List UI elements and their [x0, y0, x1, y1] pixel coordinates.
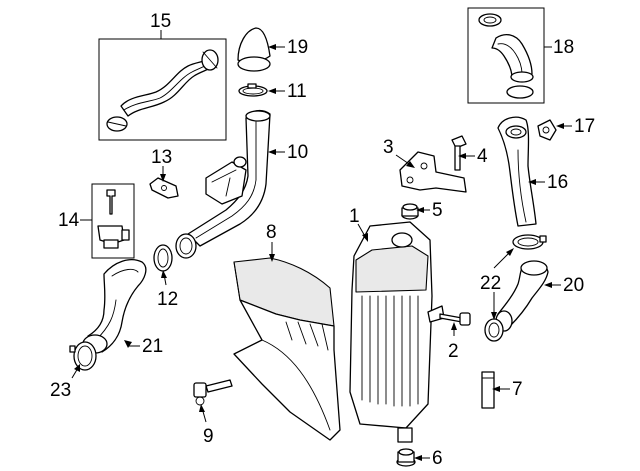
- callout-4: 4: [477, 146, 488, 167]
- part-6-grommet: [396, 448, 416, 467]
- callout-10: 10: [287, 142, 308, 163]
- callout-21: 21: [142, 336, 163, 357]
- callout-12: 12: [157, 289, 178, 310]
- group-box-14: [91, 183, 135, 259]
- callout-18: 18: [553, 37, 574, 58]
- part-9-bolt: [193, 379, 233, 406]
- part-22-clamp-upper: [512, 234, 547, 250]
- part-4-bolt: [451, 135, 467, 171]
- part-8-air-duct: [233, 257, 341, 441]
- part-2-bolt: [439, 312, 471, 326]
- callout-5: 5: [432, 200, 443, 221]
- part-7-pad: [481, 371, 495, 409]
- part-10-intake-pipe: [175, 109, 271, 259]
- callout-3: 3: [383, 137, 394, 158]
- leader-lines: [71, 30, 572, 461]
- callout-19: 19: [287, 37, 308, 58]
- part-21-hose: [82, 259, 147, 354]
- callout-14: 14: [58, 210, 80, 231]
- callout-2: 2: [448, 341, 459, 362]
- group-box-18: [467, 7, 545, 104]
- callout-16: 16: [547, 172, 568, 193]
- part-19-coupler: [237, 27, 271, 72]
- callout-labels: 15 19 11 10 18 17 16 3 4 5 1 8 13 14 12 …: [50, 11, 595, 469]
- callout-7: 7: [512, 379, 523, 400]
- callout-6: 6: [432, 448, 443, 469]
- part-1-intercooler: [349, 221, 445, 443]
- part-5-grommet: [401, 203, 419, 220]
- part-18-hose-assembly: [478, 13, 534, 99]
- callout-22: 22: [480, 273, 501, 294]
- callout-13: 13: [151, 147, 172, 168]
- part-13-bracket: [149, 177, 179, 199]
- part-20-hose: [495, 260, 549, 332]
- part-14-sensor: [97, 189, 130, 249]
- part-15-hose-assembly: [106, 49, 219, 132]
- part-12-clamp: [153, 244, 173, 272]
- callout-1: 1: [349, 206, 360, 227]
- callout-17: 17: [574, 116, 595, 137]
- part-23-clamp: [69, 341, 97, 371]
- group-box-15: [98, 38, 227, 141]
- part-22-clamp-lower: [484, 318, 504, 342]
- callout-15: 15: [150, 11, 171, 32]
- part-11-clamp: [238, 83, 268, 97]
- callout-9: 9: [203, 426, 214, 447]
- part-16-hose: [497, 116, 537, 227]
- part-17-sensor: [537, 119, 557, 141]
- callout-8: 8: [266, 222, 277, 243]
- callout-23: 23: [50, 380, 71, 401]
- part-3-bracket: [399, 151, 467, 193]
- callout-11: 11: [287, 81, 307, 102]
- callout-20: 20: [563, 275, 584, 296]
